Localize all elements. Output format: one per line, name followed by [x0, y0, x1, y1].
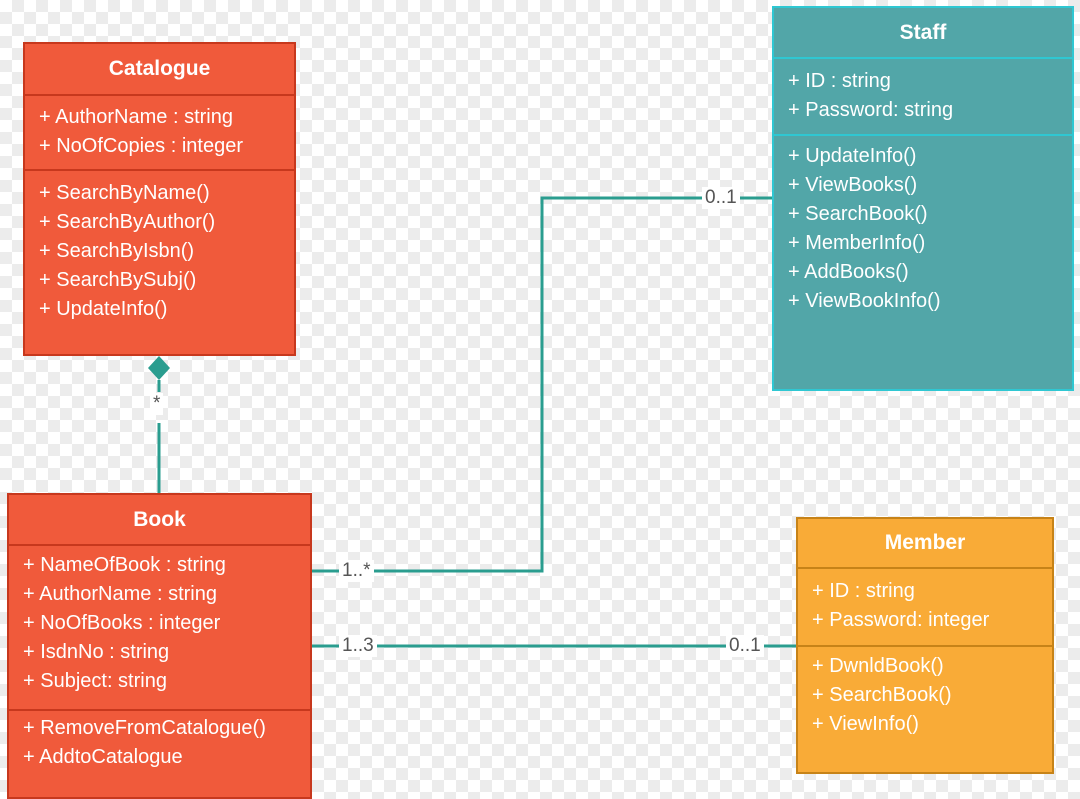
- staff-attribute: + ID : string: [788, 70, 891, 92]
- catalogue-class-name: Catalogue: [108, 57, 211, 80]
- catalogue-operation: + SearchByIsbn(): [39, 240, 195, 262]
- book-operation: + RemoveFromCatalogue(): [23, 717, 266, 739]
- staff-operation: + ViewBooks(): [788, 174, 918, 196]
- composition-multiplicity: *: [150, 393, 164, 415]
- book-class-name: Book: [133, 508, 186, 531]
- catalogue-operation: + UpdateInfo(): [39, 298, 168, 320]
- catalogue-operations: + SearchByName() + SearchByAuthor() + Se…: [25, 169, 294, 324]
- book-attribute: + NoOfBooks : integer: [23, 612, 221, 634]
- book-staff-book-multiplicity: 1..*: [339, 560, 374, 582]
- book-operation: + AddtoCatalogue: [23, 746, 183, 768]
- staff-operation: + MemberInfo(): [788, 232, 926, 254]
- book-attribute: + NameOfBook : string: [23, 554, 226, 576]
- catalogue-attributes: + AuthorName : string + NoOfCopies : int…: [25, 94, 294, 169]
- catalogue-attribute: + AuthorName : string: [39, 106, 233, 128]
- book-member-book-multiplicity: 1..3: [339, 635, 377, 657]
- staff-attributes: + ID : string + Password: string: [774, 57, 1072, 134]
- book-attribute: + IsdnNo : string: [23, 641, 170, 663]
- member-attributes: + ID : string + Password: integer: [798, 567, 1052, 645]
- book-operations: + RemoveFromCatalogue() + AddtoCatalogue: [9, 709, 310, 772]
- book-attributes: + NameOfBook : string + AuthorName : str…: [9, 544, 310, 709]
- staff-operation: + UpdateInfo(): [788, 145, 917, 167]
- member-attribute: + Password: integer: [812, 609, 990, 631]
- staff-class[interactable]: Staff + ID : string + Password: string +…: [772, 6, 1074, 391]
- staff-operations: + UpdateInfo() + ViewBooks() + SearchBoo…: [774, 134, 1072, 316]
- book-staff-staff-multiplicity: 0..1: [702, 187, 740, 209]
- member-operation: + ViewInfo(): [812, 713, 919, 735]
- catalogue-operation: + SearchBySubj(): [39, 269, 197, 291]
- composition-diamond-icon: [148, 356, 170, 380]
- staff-class-name: Staff: [899, 21, 947, 44]
- catalogue-operation: + SearchByAuthor(): [39, 211, 216, 233]
- book-member-member-multiplicity: 0..1: [726, 635, 764, 657]
- member-operation: + SearchBook(): [812, 684, 952, 706]
- catalogue-class[interactable]: Catalogue + AuthorName : string + NoOfCo…: [23, 42, 296, 356]
- member-operation: + DwnldBook(): [812, 655, 944, 677]
- member-class[interactable]: Member + ID : string + Password: integer…: [796, 517, 1054, 774]
- member-operations: + DwnldBook() + SearchBook() + ViewInfo(…: [798, 645, 1052, 739]
- book-class[interactable]: Book + NameOfBook : string + AuthorName …: [7, 493, 312, 799]
- book-attribute: + Subject: string: [23, 670, 167, 692]
- member-class-name: Member: [884, 531, 966, 554]
- member-attribute: + ID : string: [812, 580, 915, 602]
- staff-operation: + SearchBook(): [788, 203, 928, 225]
- catalogue-operation: + SearchByName(): [39, 182, 210, 204]
- staff-operation: + AddBooks(): [788, 261, 909, 283]
- staff-operation: + ViewBookInfo(): [788, 290, 941, 312]
- staff-attribute: + Password: string: [788, 99, 954, 121]
- book-attribute: + AuthorName : string: [23, 583, 217, 605]
- book-staff-association-line: [312, 196, 772, 573]
- catalogue-attribute: + NoOfCopies : integer: [39, 135, 243, 157]
